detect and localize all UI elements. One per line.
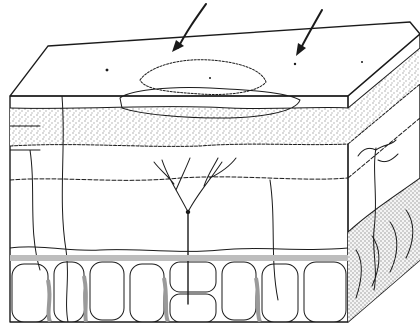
top-surface: [10, 22, 420, 96]
pointer-arrow-right: [296, 10, 322, 56]
pointer-arrow-left: [172, 4, 206, 52]
right-face-layers: [348, 48, 420, 322]
cell-cluster-base: [10, 247, 348, 322]
stippled-layer: [10, 107, 348, 181]
